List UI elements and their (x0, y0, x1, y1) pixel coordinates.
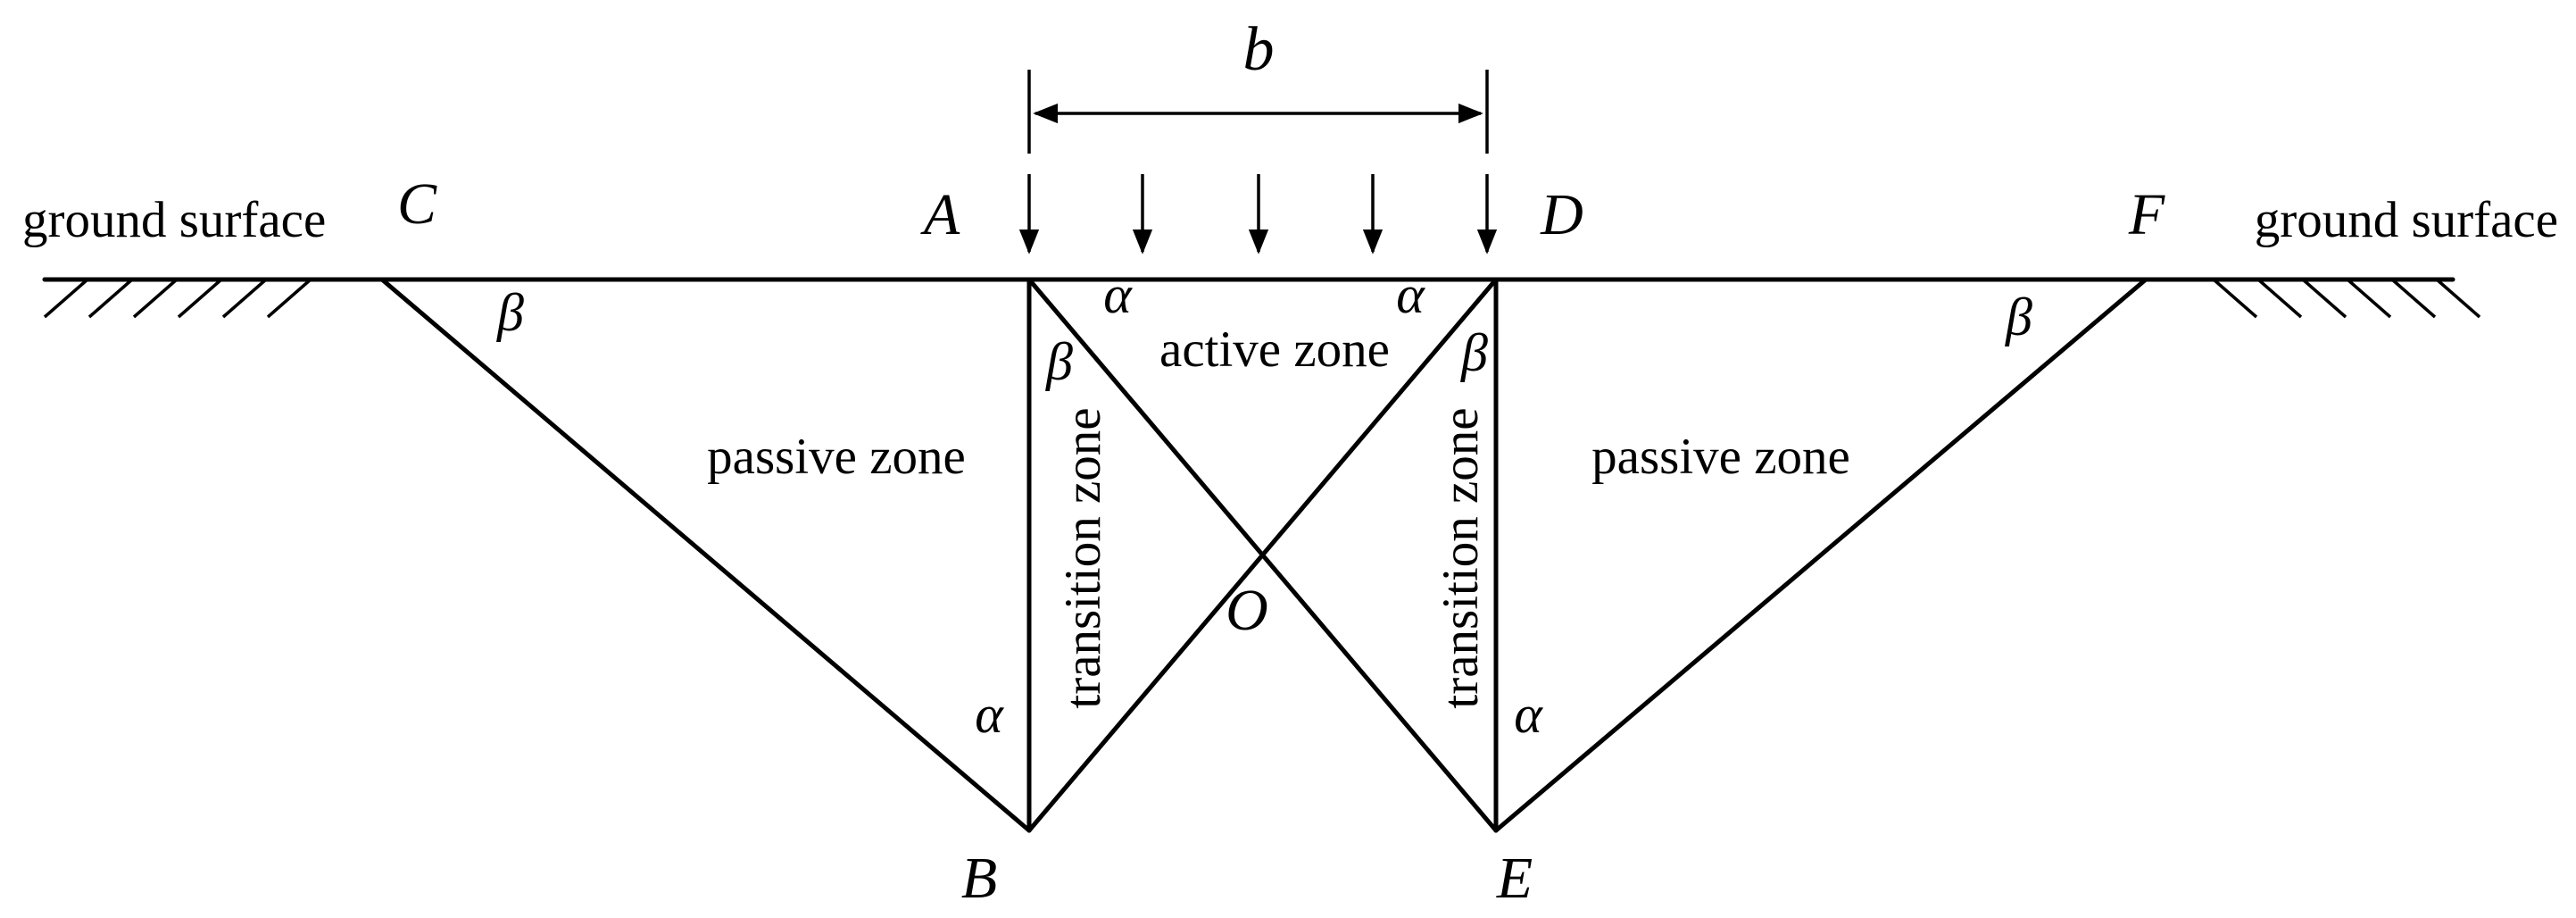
angle-beta-C: β (496, 283, 524, 342)
line-CB (379, 277, 1032, 833)
line-AE (1026, 277, 1499, 833)
width-dimension (1027, 70, 1489, 154)
angle-beta-F: β (2005, 288, 2032, 346)
point-label-C: C (397, 171, 437, 237)
angle-alpha-E: α (1514, 685, 1543, 744)
line-EF (1493, 277, 2148, 833)
load-arrows (1018, 174, 1498, 255)
point-label-E: E (1496, 846, 1533, 911)
ground-hatching-left (43, 278, 312, 319)
point-label-D: D (1540, 182, 1583, 247)
point-label-B: B (961, 846, 997, 911)
ground-hatching-right (2212, 278, 2481, 319)
angle-alpha-B: α (975, 685, 1004, 744)
point-label-A: A (920, 182, 960, 247)
angle-alpha-A: α (1103, 265, 1133, 324)
zone-label-passive-left: passive zone (707, 429, 966, 485)
zone-label-active: active zone (1159, 321, 1390, 378)
zone-label-transition-left: transition zone (1055, 407, 1111, 708)
angle-beta-D: β (1460, 323, 1488, 382)
failure-lines (379, 277, 2148, 833)
angle-beta-A: β (1045, 332, 1073, 391)
angle-alpha-D: α (1396, 265, 1425, 324)
zone-label-passive-right: passive zone (1591, 429, 1850, 485)
point-label-O: O (1226, 578, 1268, 643)
ground-surface-label-left: ground surface (22, 192, 326, 248)
point-label-F: F (2128, 182, 2165, 247)
ground-surface-label-right: ground surface (2255, 192, 2558, 248)
width-label-b: b (1243, 15, 1275, 84)
zone-label-transition-right: transition zone (1433, 407, 1489, 708)
